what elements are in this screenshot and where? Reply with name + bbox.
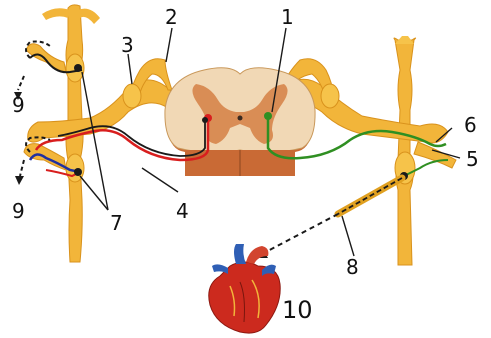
label-7: 7 [110, 211, 123, 235]
left-spinal-nerve [24, 44, 172, 170]
label-2: 2 [165, 5, 178, 29]
label-10: 10 [282, 296, 313, 324]
label-5: 5 [466, 147, 479, 171]
heart-icon [209, 244, 280, 333]
label-9-bottom: 9 [12, 199, 25, 223]
label-3: 3 [121, 33, 134, 57]
label-9-top: 9 [12, 93, 25, 117]
label-6: 6 [464, 113, 477, 137]
cardiac-fiber [254, 178, 402, 258]
label-1: 1 [281, 5, 294, 29]
label-4: 4 [176, 199, 189, 223]
label-8: 8 [346, 255, 359, 279]
right-sympathetic-trunk [394, 36, 416, 265]
